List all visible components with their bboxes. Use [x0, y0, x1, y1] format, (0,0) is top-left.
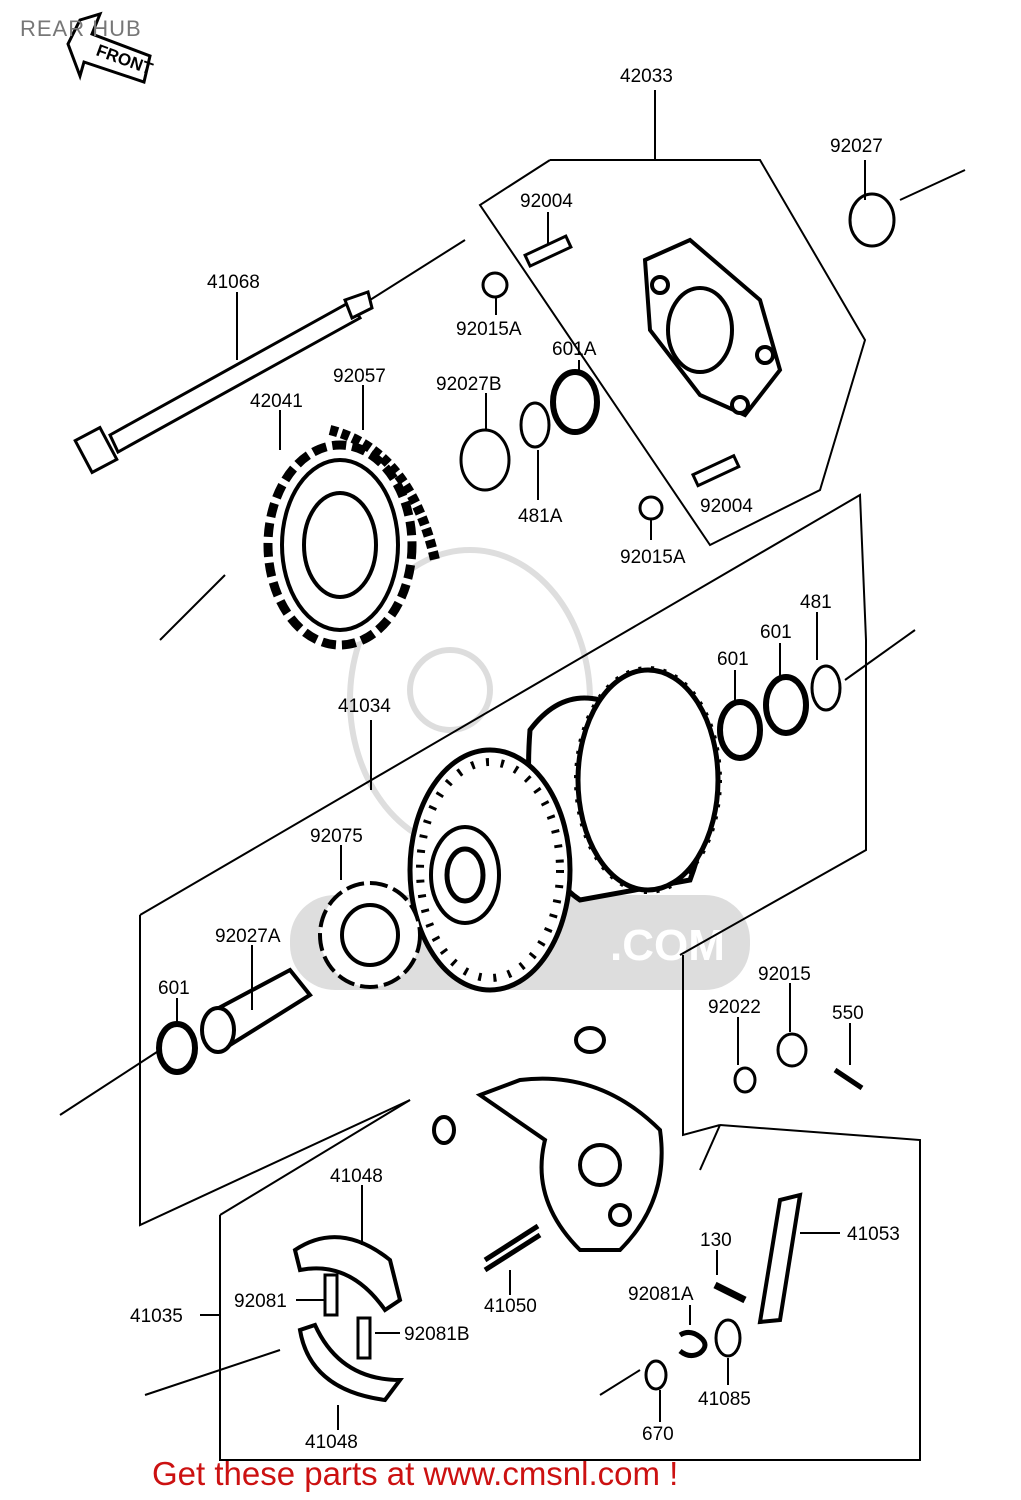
- spring-92081A: [678, 1329, 708, 1359]
- footer-link-text[interactable]: Get these parts at www.cmsnl.com !: [152, 1455, 679, 1492]
- circlip-481: [810, 664, 842, 712]
- label-92022: 92022: [708, 997, 761, 1018]
- label-92004-bottom: 92004: [700, 496, 753, 517]
- bolt-130: [713, 1281, 747, 1304]
- label-42041: 42041: [250, 391, 303, 412]
- bearing-601-a: [717, 699, 763, 761]
- label-92081: 92081: [234, 1291, 287, 1312]
- label-41048-top: 41048: [330, 1166, 383, 1187]
- bearing-601-b: [763, 674, 809, 736]
- label-92015A-top: 92015A: [456, 319, 522, 340]
- axle-41068: [73, 290, 374, 475]
- label-670: 670: [642, 1424, 674, 1445]
- label-41048-bottom: 41048: [305, 1432, 358, 1453]
- label-92015: 92015: [758, 964, 811, 985]
- label-92015A-bottom: 92015A: [620, 547, 686, 568]
- axis-guides: [59, 169, 966, 1396]
- cotter-550: [833, 1067, 864, 1091]
- hub-41034: [407, 666, 722, 993]
- nut-92015A-bottom: [638, 495, 664, 521]
- damper-92075: [318, 881, 422, 989]
- label-550: 550: [832, 1003, 864, 1024]
- spring-92081: [323, 1273, 339, 1317]
- label-92027B: 92027B: [436, 374, 502, 395]
- label-92081B: 92081B: [404, 1324, 470, 1345]
- brake-arm-41053: [757, 1192, 803, 1325]
- label-481: 481: [800, 592, 832, 613]
- label-41085: 41085: [698, 1389, 751, 1410]
- pin-92004-top: [523, 234, 573, 269]
- label-41035: 41035: [130, 1306, 183, 1327]
- label-41068: 41068: [207, 272, 260, 293]
- nut-92015: [776, 1032, 808, 1068]
- label-42033: 42033: [620, 66, 673, 87]
- pin-92004-bottom: [690, 453, 741, 488]
- indicator-41085: [714, 1318, 742, 1358]
- label-92004-top: 92004: [520, 191, 573, 212]
- washer-92022: [733, 1066, 757, 1094]
- collar-92027: [848, 192, 896, 248]
- label-601-b: 601: [760, 622, 792, 643]
- label-601A: 601A: [552, 339, 597, 360]
- ring-670: [644, 1359, 668, 1391]
- spring-92081B: [356, 1316, 372, 1360]
- circlip-481A: [519, 401, 551, 449]
- label-601-c: 601: [158, 978, 190, 999]
- label-601-a: 601: [717, 649, 749, 670]
- label-92075: 92075: [310, 826, 363, 847]
- group-outlines: [139, 90, 921, 1461]
- nut-92015A-top: [481, 271, 509, 299]
- bearing-601A: [550, 369, 600, 435]
- label-41050: 41050: [484, 1296, 537, 1317]
- label-92027A: 92027A: [215, 926, 281, 947]
- label-41053: 41053: [847, 1224, 900, 1245]
- watermark-text: .COM: [610, 921, 725, 970]
- bearing-601-c: [156, 1021, 198, 1075]
- label-481A: 481A: [518, 506, 563, 527]
- chain-92057: [328, 425, 440, 562]
- label-92057: 92057: [333, 366, 386, 387]
- leader-lines: [176, 160, 866, 1430]
- label-41034: 41034: [338, 696, 391, 717]
- brake-panel: [432, 1026, 664, 1252]
- sprocket-carrier-42033: [642, 237, 783, 418]
- cam-41050: [483, 1223, 542, 1273]
- sprocket-42041: [263, 440, 417, 650]
- page-title: REAR HUB: [20, 16, 142, 41]
- label-130: 130: [700, 1230, 732, 1251]
- label-92027: 92027: [830, 136, 883, 157]
- collar-92027B: [459, 428, 511, 492]
- brake-shoes-41048: [292, 1235, 404, 1403]
- part-labels: 42033 92027 92004 41068 92015A 601A 9205…: [130, 66, 900, 1453]
- label-92081A: 92081A: [628, 1284, 694, 1305]
